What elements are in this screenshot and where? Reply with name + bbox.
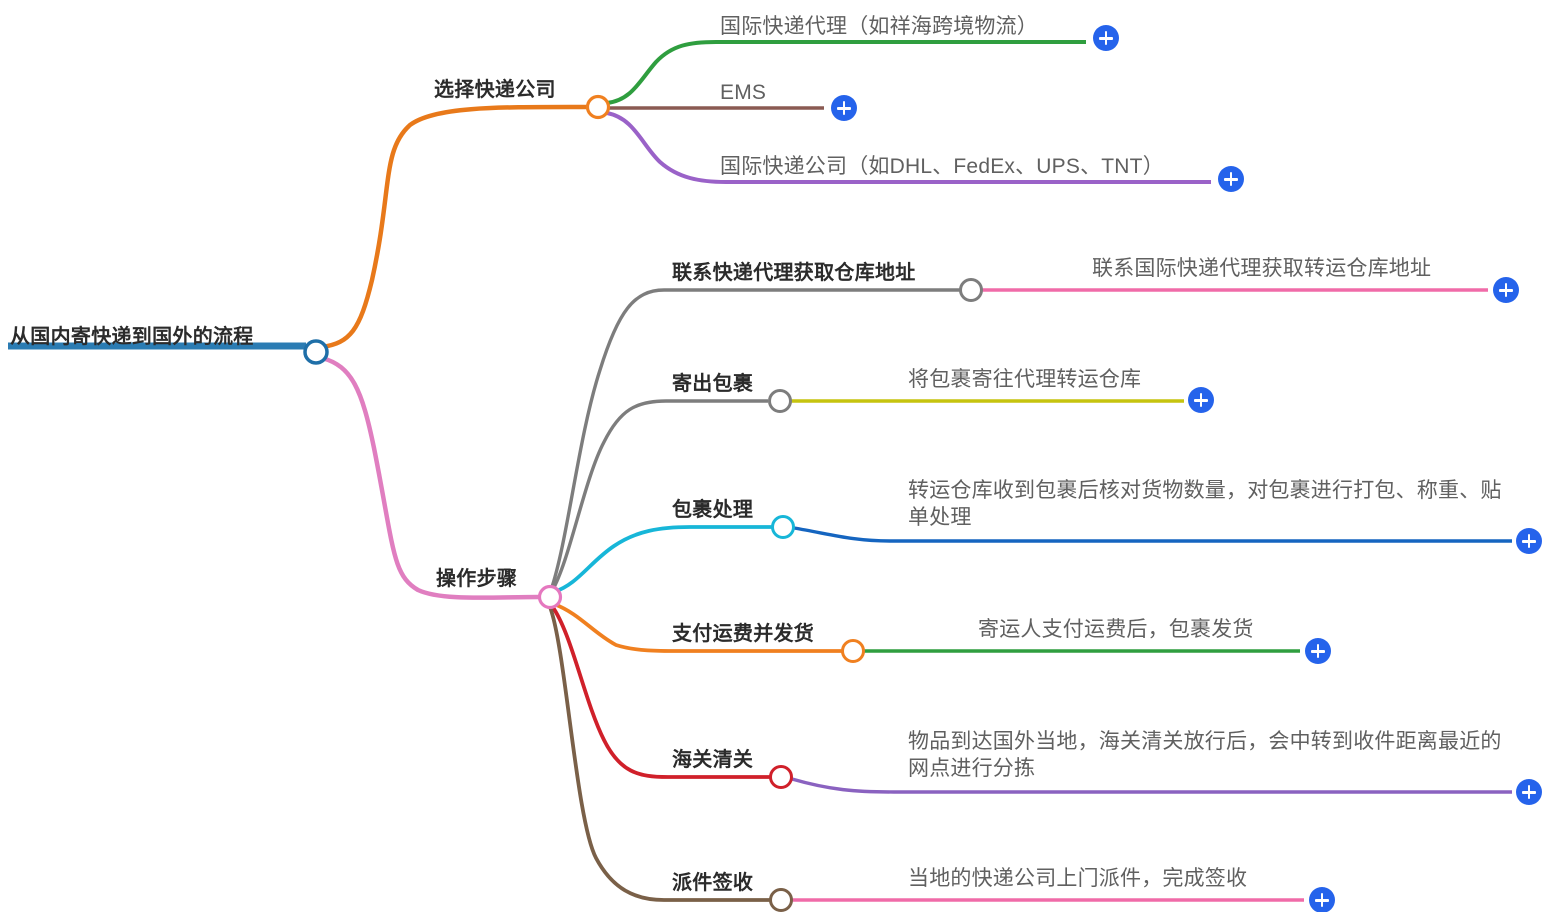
link-root-to-branch-2	[321, 355, 541, 600]
branch-label-select-courier[interactable]: 选择快递公司	[434, 79, 556, 101]
leaf-label-international-courier-agent[interactable]: 国际快递代理（如祥海跨境物流）	[720, 15, 1038, 38]
link-branch2-sub2	[550, 399, 768, 592]
add-node-button-send-package-to-agent-warehouse[interactable]	[1188, 387, 1214, 413]
sub-label-package-processing[interactable]: 包裹处理	[672, 499, 754, 521]
node-circle-sub-3	[771, 515, 795, 539]
leaf-label-customs-clearance-detail[interactable]: 物品到达国外当地，海关清关放行后，会中转到收件距离最近的网点进行分拣	[908, 730, 1502, 780]
leaf-label-send-package-to-agent-warehouse[interactable]: 将包裹寄往代理转运仓库	[908, 368, 1142, 391]
leaf-label-ems[interactable]: EMS	[720, 81, 767, 104]
node-circle-sub-1	[959, 278, 983, 302]
leaf-label-pay-shipping-detail[interactable]: 寄运人支付运费后，包裹发货	[978, 618, 1254, 641]
leaf-label-international-courier-company[interactable]: 国际快递公司（如DHL、FedEx、UPS、TNT）	[720, 155, 1164, 178]
node-circle-sub-5	[769, 765, 793, 789]
add-node-button-international-courier-company[interactable]	[1218, 166, 1244, 192]
node-circle-sub-2	[768, 389, 792, 413]
add-node-button-international-courier-agent[interactable]	[1093, 25, 1119, 51]
root-node-label[interactable]: 从国内寄快递到国外的流程	[10, 326, 254, 348]
node-circle-root	[303, 339, 329, 365]
link-branch2-sub1	[549, 288, 960, 591]
sub-label-delivery-signature[interactable]: 派件签收	[672, 872, 754, 894]
leaf-label-contact-agent-transfer-warehouse-address[interactable]: 联系国际快递代理获取转运仓库地址	[1092, 257, 1432, 280]
sub-label-send-package[interactable]: 寄出包裹	[672, 373, 754, 395]
link-root-to-branch-1	[321, 104, 589, 350]
sub-label-contact-agent-for-warehouse-address[interactable]: 联系快递代理获取仓库地址	[672, 262, 916, 284]
leaf-label-delivery-signature-detail[interactable]: 当地的快递公司上门派件，完成签收	[908, 867, 1248, 890]
link-branch1-child1	[606, 40, 1086, 105]
node-circle-branch-1	[585, 94, 611, 120]
sub-label-pay-shipping-and-dispatch[interactable]: 支付运费并发货	[672, 623, 815, 645]
add-node-button-contact-agent-transfer-warehouse-address[interactable]	[1493, 277, 1519, 303]
add-node-button-package-processing-detail[interactable]	[1516, 528, 1542, 554]
node-circle-sub-4	[841, 639, 865, 663]
leaf-label-package-processing-detail[interactable]: 转运仓库收到包裹后核对货物数量，对包裹进行打包、称重、贴单处理	[908, 479, 1502, 529]
link-branch2-sub3	[553, 525, 772, 594]
add-node-button-customs-clearance-detail[interactable]	[1516, 779, 1542, 805]
node-circle-branch-2	[537, 584, 563, 610]
add-node-button-delivery-signature-detail[interactable]	[1309, 887, 1335, 912]
sub-label-customs-clearance[interactable]: 海关清关	[672, 749, 754, 771]
branch-label-operation-steps[interactable]: 操作步骤	[436, 568, 518, 590]
add-node-button-pay-shipping-detail[interactable]	[1305, 638, 1331, 664]
add-node-button-ems[interactable]	[831, 95, 857, 121]
node-circle-sub-6	[769, 888, 793, 912]
